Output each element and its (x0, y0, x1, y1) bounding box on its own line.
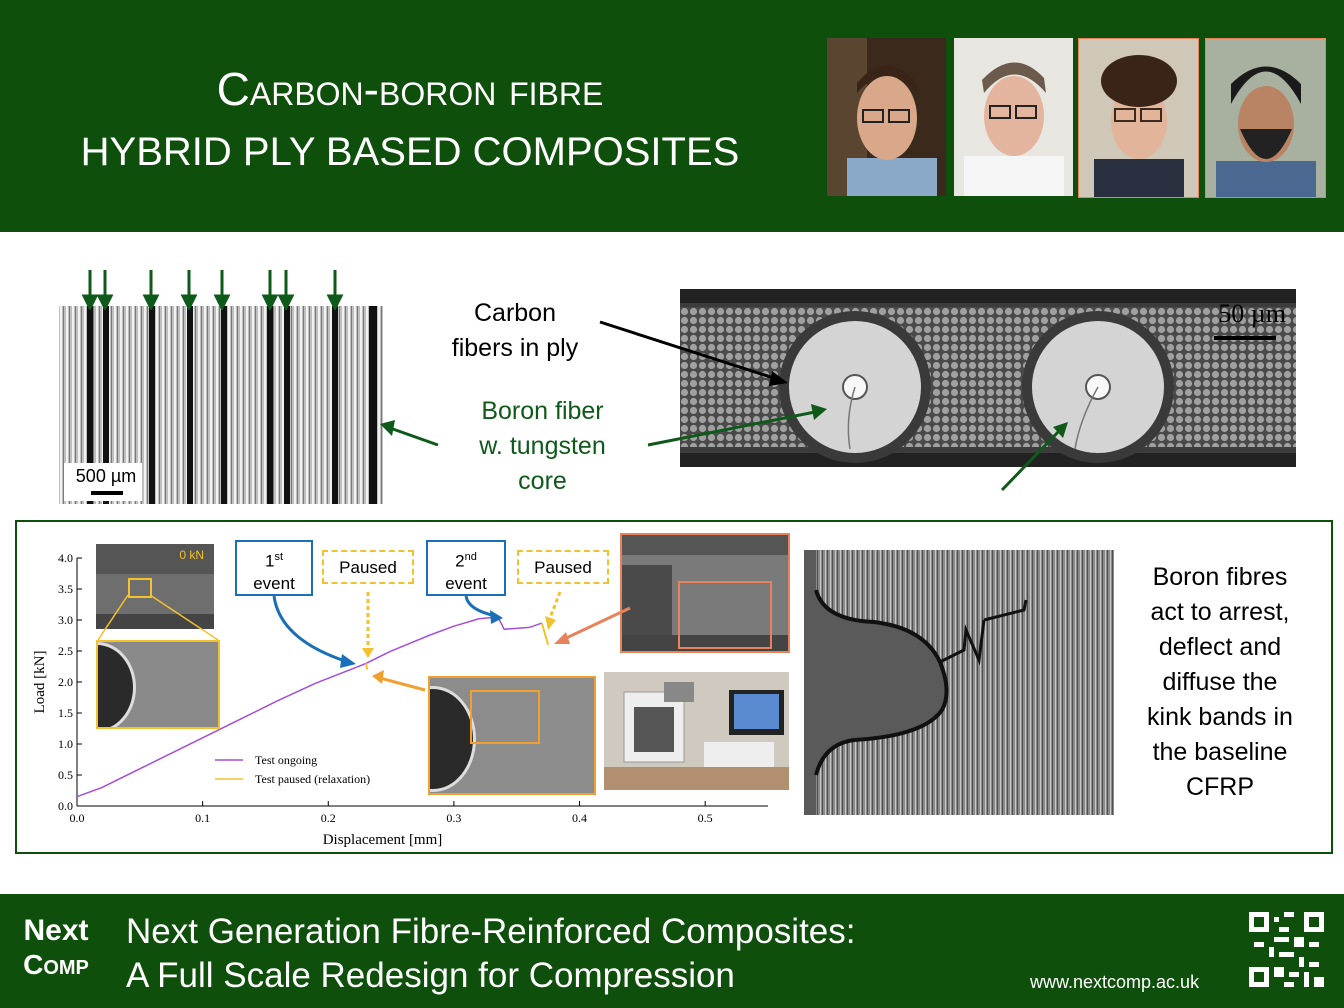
second-event-word: event (445, 573, 487, 593)
experiment-panel (15, 520, 1333, 854)
nextcomp-logo: Next Comp (18, 914, 94, 994)
paused-callout-1: Paused (322, 550, 414, 584)
y-tick-label: 0.5 (58, 768, 73, 782)
inset-specimen-kink (620, 533, 790, 653)
inset-specimen-zoom (96, 640, 220, 729)
description-line-2: act to arrest, (1150, 598, 1290, 626)
legend-label-ongoing: Test ongoing (255, 753, 317, 767)
y-tick-label: 2.5 (58, 644, 73, 658)
person-photo-2 (954, 38, 1073, 196)
paused-callout-2: Paused (517, 550, 609, 584)
logo-line-2: Comp (23, 949, 89, 980)
scale-bar-left: 500 µm (64, 463, 142, 501)
description-line-6: the baseline (1152, 738, 1288, 766)
first-event-callout: 1st event (235, 540, 313, 596)
load-displacement-chart: 0.0 0.1 0.2 0.3 0.4 0.5 0.0 0.5 1.0 1.5 2.0 2.5 3.0 3… (32, 551, 768, 848)
legend-label-paused: Test paused (relaxation) (255, 772, 370, 786)
person-photo-1 (827, 38, 946, 196)
boron-label-line1: Boron fiber (481, 397, 604, 425)
connector-arrows (380, 320, 1068, 492)
first-event-num: 1 (264, 551, 275, 571)
test-rig-photo (604, 672, 789, 790)
y-tick-label: 0.0 (58, 799, 73, 813)
cross-section-micrograph: 50 µm (680, 289, 1296, 467)
website-url: www.nextcomp.ac.uk (1030, 972, 1200, 992)
logo-line-1: Next (23, 914, 89, 947)
scale-bar-left-line (91, 491, 123, 495)
description-line-7: CFRP (1185, 773, 1255, 801)
y-axis-label: Load [kN] (32, 651, 48, 714)
inset-zoom-box (128, 578, 152, 598)
scale-bar-right-line (1214, 336, 1276, 340)
first-event-word: event (253, 573, 295, 593)
y-tick-label: 1.5 (58, 706, 73, 720)
series-test-paused-segment (540, 622, 550, 646)
second-event-sup: nd (464, 551, 477, 563)
inset-load-label: 0 kN (179, 548, 204, 562)
carbon-fibers-label: Carbon fibers in ply (420, 296, 610, 366)
boron-fiber-label: Boron fiber w. tungsten core (440, 394, 645, 499)
x-axis-label: Displacement [mm] (323, 832, 443, 848)
person-photo-3 (1078, 38, 1199, 198)
inset-kink-outline (678, 581, 772, 649)
x-tick-label: 0.5 (698, 811, 713, 825)
inset-zoom-lines (97, 594, 219, 641)
x-tick-label: 0.1 (195, 811, 210, 825)
y-tick-label: 3.0 (58, 613, 73, 627)
carbon-label-line1: Carbon (474, 299, 556, 327)
y-tick-label: 2.0 (58, 675, 73, 689)
description-line-3: deflect and (1158, 633, 1282, 661)
scale-bar-left-label: 500 µm (75, 466, 137, 486)
callout-arrows (272, 591, 562, 692)
description-line-1: Boron fibres (1152, 563, 1288, 591)
paused-label-1: Paused (339, 558, 397, 577)
person-photo-4 (1205, 38, 1326, 198)
qr-code (1249, 912, 1324, 987)
title-line-1: Carbon-boron fibre (216, 63, 604, 115)
description-line-4: diffuse the (1162, 668, 1278, 696)
kink-band-micrograph (804, 550, 1114, 815)
first-event-sup: st (274, 551, 284, 563)
inset-crack-zoom (428, 676, 596, 795)
title-line-2: hybrid ply based composites (80, 130, 740, 174)
scale-bar-right-label: 50 µm (1218, 299, 1286, 328)
x-tick-label: 0.2 (321, 811, 336, 825)
series-test-paused-segment (364, 663, 369, 670)
y-tick-label: 4.0 (58, 551, 73, 565)
boron-label-line2: w. tungsten (479, 432, 606, 460)
footer-banner: Next Comp Next Generation Fibre-Reinforc… (0, 894, 1344, 1008)
header-banner: Carbon-boron fibre hybrid ply based comp… (0, 0, 1344, 232)
inset-crack-box (470, 690, 540, 744)
x-tick-label: 0.0 (70, 811, 85, 825)
boron-location-arrows (81, 270, 344, 310)
x-tick-label: 0.3 (446, 811, 461, 825)
boron-fibres-description: Boron fibres act to arrest, deflect and … (1125, 560, 1315, 805)
kink-inset-arrow (554, 606, 631, 644)
y-tick-label: 1.0 (58, 737, 73, 751)
footer-line-2: A Full Scale Redesign for Compression (126, 956, 735, 995)
x-tick-label: 0.4 (572, 811, 587, 825)
boron-label-line3: core (518, 467, 567, 495)
paused-label-2: Paused (534, 558, 592, 577)
second-event-callout: 2nd event (426, 540, 506, 596)
footer-line-1: Next Generation Fibre-Reinforced Composi… (126, 912, 856, 951)
carbon-label-line2: fibers in ply (451, 334, 579, 362)
second-event-num: 2 (455, 551, 465, 571)
y-tick-label: 3.5 (58, 582, 73, 596)
description-line-5: kink bands in (1147, 703, 1293, 731)
